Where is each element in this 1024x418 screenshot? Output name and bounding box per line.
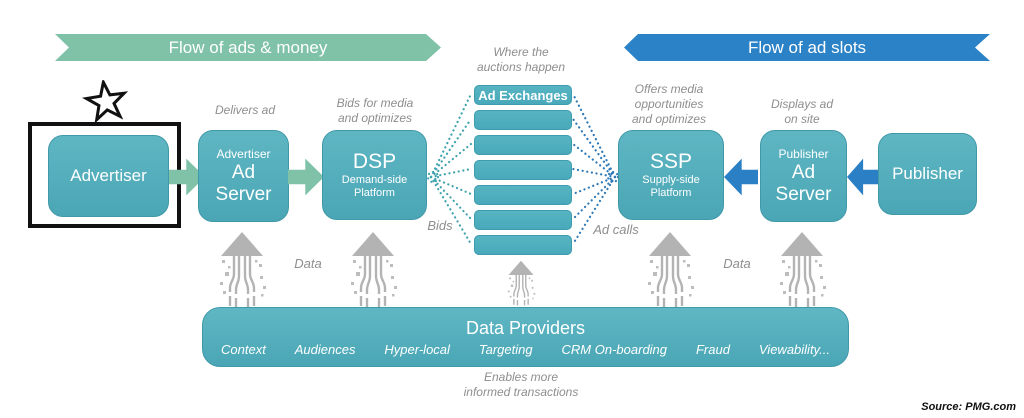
advertiser-label: Advertiser bbox=[70, 165, 147, 185]
bids-for-media-note: Bids for media and optimizes bbox=[323, 96, 427, 126]
data-providers-title: Data Providers bbox=[465, 317, 586, 338]
flow-of-ads-money-banner: Flow of ads & money bbox=[55, 34, 441, 61]
publisher-ad-server-node: Publisher Ad Server bbox=[760, 130, 847, 222]
displays-ad-note: Displays ad on site bbox=[757, 97, 847, 127]
ad-exchange-box bbox=[474, 160, 572, 180]
ad-exchange-box bbox=[474, 185, 572, 205]
data-label-right: Data bbox=[723, 256, 751, 271]
data-up-arrow-icon bbox=[349, 230, 399, 308]
offers-line3: and optimizes bbox=[631, 112, 707, 126]
publisher-node: Publisher bbox=[878, 133, 977, 215]
auctions-note: Where the auctions happen bbox=[458, 45, 584, 75]
dp-item-fraud: Fraud bbox=[695, 341, 730, 357]
ad-exchange-box bbox=[474, 135, 572, 155]
ad-exchanges-node: Ad Exchanges bbox=[474, 85, 572, 105]
advertiser-ad-server-small: Advertiser bbox=[216, 146, 271, 161]
bids-for-media-line1: Bids for media bbox=[336, 96, 414, 110]
data-up-arrow-icon bbox=[778, 230, 828, 308]
offers-media-note: Offers media opportunities and optimizes bbox=[616, 82, 722, 127]
advertiser-ad-server-line1: Ad bbox=[231, 161, 256, 183]
data-up-arrow-icon bbox=[507, 260, 536, 306]
bids-for-media-line2: and optimizes bbox=[337, 111, 413, 125]
enables-line2: informed transactions bbox=[463, 385, 579, 399]
auctions-line2: auctions happen bbox=[476, 60, 566, 74]
ad-exchanges-label: Ad Exchanges bbox=[478, 87, 568, 103]
flow-of-ad-slots-banner: Flow of ad slots bbox=[624, 34, 990, 61]
source-credit: Source: PMG.com bbox=[921, 401, 1016, 413]
offers-line2: opportunities bbox=[634, 97, 704, 111]
publisher-label: Publisher bbox=[892, 163, 963, 183]
ad-exchange-box bbox=[474, 235, 572, 255]
displays-line2: on site bbox=[784, 112, 820, 126]
enables-line1: Enables more bbox=[483, 370, 559, 384]
data-label-left: Data bbox=[294, 256, 322, 271]
arrow-right-icon bbox=[288, 158, 324, 196]
data-providers-panel: Data Providers Context Audiences Hyper-l… bbox=[202, 307, 849, 367]
dp-item-audiences: Audiences bbox=[294, 341, 356, 357]
ad-calls-label: Ad calls bbox=[593, 222, 639, 237]
flow-of-ads-money-label: Flow of ads & money bbox=[168, 37, 328, 57]
ssp-node: SSP Supply-side Platform bbox=[618, 130, 724, 220]
data-up-arrow-icon bbox=[218, 230, 268, 308]
auctions-line1: Where the bbox=[493, 45, 549, 59]
arrow-left-icon bbox=[847, 158, 878, 196]
delivers-ad-text: Delivers ad bbox=[214, 103, 276, 117]
advertiser-node: Advertiser bbox=[48, 135, 169, 217]
data-providers-items: Context Audiences Hyper-local Targeting … bbox=[203, 342, 848, 357]
delivers-ad-note: Delivers ad bbox=[195, 103, 295, 118]
dp-item-context: Context bbox=[221, 341, 266, 357]
dsp-sub2: Platform bbox=[354, 186, 395, 199]
ssp-title: SSP bbox=[649, 150, 693, 174]
publisher-ad-server-line2: Server bbox=[775, 183, 832, 205]
ssp-sub2: Platform bbox=[650, 186, 692, 199]
dsp-title: DSP bbox=[352, 150, 397, 174]
advertiser-ad-server-node: Advertiser Ad Server bbox=[198, 130, 289, 222]
dp-item-targeting: Targeting bbox=[478, 341, 533, 357]
bids-label: Bids bbox=[427, 218, 453, 233]
advertiser-ad-server-line2: Server bbox=[215, 183, 272, 205]
offers-line1: Offers media bbox=[634, 82, 704, 96]
dsp-node: DSP Demand-side Platform bbox=[322, 130, 427, 220]
dsp-sub1: Demand-side bbox=[341, 173, 408, 186]
ssp-sub1: Supply-side bbox=[642, 173, 700, 186]
dp-item-viewability: Viewability... bbox=[758, 341, 830, 357]
publisher-ad-server-line1: Ad bbox=[791, 161, 816, 183]
ad-exchange-box bbox=[474, 110, 572, 130]
enables-note: Enables more informed transactions bbox=[441, 370, 601, 400]
star-icon bbox=[81, 77, 129, 124]
arrow-left-icon bbox=[724, 158, 758, 196]
publisher-ad-server-small: Publisher bbox=[778, 146, 829, 161]
dp-item-crm-onboarding: CRM On-boarding bbox=[561, 341, 668, 357]
dp-item-hyper-local: Hyper-local bbox=[384, 341, 450, 357]
ad-exchange-box bbox=[474, 210, 572, 230]
flow-of-ad-slots-label: Flow of ad slots bbox=[747, 37, 867, 57]
displays-line1: Displays ad bbox=[770, 97, 834, 111]
data-up-arrow-icon bbox=[646, 230, 696, 308]
